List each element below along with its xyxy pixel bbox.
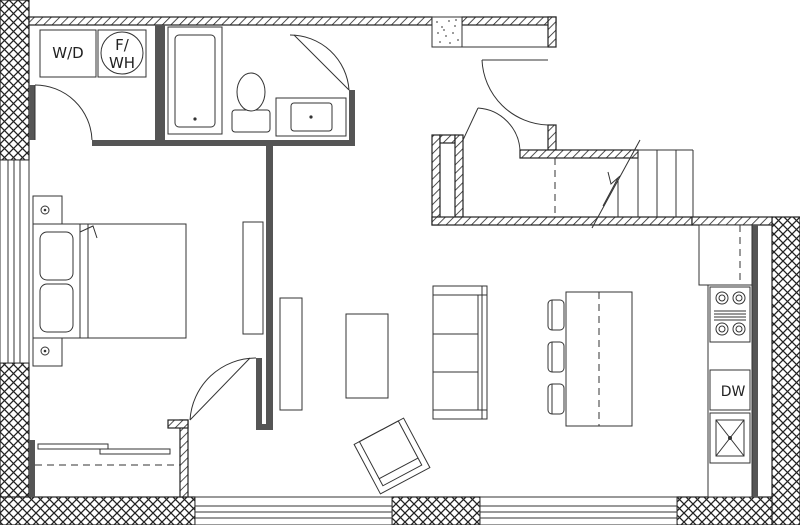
bedroom bbox=[32, 195, 264, 367]
windows bbox=[0, 159, 678, 525]
bedroom-door-swing bbox=[189, 357, 257, 421]
entry-door-swing bbox=[481, 59, 549, 126]
furnace-label-line2: WH bbox=[109, 54, 135, 72]
toilet-tank bbox=[231, 109, 271, 133]
chimney-speckle bbox=[436, 19, 459, 44]
stairs bbox=[554, 139, 694, 229]
toilet-bowl bbox=[236, 72, 266, 112]
bottom-window-1 bbox=[194, 496, 393, 525]
stair-wall-top bbox=[519, 149, 639, 159]
bathtub bbox=[167, 26, 223, 135]
armchair bbox=[353, 417, 431, 495]
left-wall-upper bbox=[0, 0, 30, 161]
laundry-door-swing bbox=[34, 84, 93, 141]
bathroom bbox=[167, 26, 347, 137]
stool-1 bbox=[547, 299, 565, 331]
entry-wall-lower bbox=[547, 124, 557, 151]
bottom-window-2 bbox=[479, 496, 678, 525]
top-wall-right bbox=[461, 16, 557, 26]
bath-wall-bottom bbox=[92, 140, 355, 146]
sofa bbox=[432, 285, 488, 420]
nightstand-top bbox=[32, 195, 63, 225]
stair-door-swing bbox=[477, 107, 521, 151]
stair-wall-bottom bbox=[431, 216, 693, 226]
nightstand-bottom bbox=[32, 337, 63, 367]
stair-wall-left bbox=[431, 134, 441, 226]
laundry-area: W/D F/ WH bbox=[39, 29, 147, 78]
stair-wall-top-stub bbox=[439, 134, 456, 144]
living-room bbox=[279, 285, 488, 495]
bed bbox=[32, 223, 187, 339]
coffee-table bbox=[345, 313, 389, 399]
media-console bbox=[279, 297, 303, 411]
dresser bbox=[242, 221, 264, 335]
right-wall bbox=[771, 216, 800, 525]
dishwasher bbox=[709, 369, 751, 411]
cut-walls bbox=[28, 16, 773, 498]
furnace-water-heater bbox=[97, 29, 147, 78]
bedroom-wall bbox=[266, 146, 273, 424]
doors bbox=[34, 34, 549, 466]
furnace-label-line1: F/ bbox=[115, 36, 130, 54]
top-wall-left bbox=[28, 16, 433, 26]
dishwasher-label: DW bbox=[721, 384, 746, 400]
closet-wall-stub bbox=[167, 419, 189, 429]
washer-dryer-label: W/D bbox=[52, 44, 83, 62]
sink bbox=[290, 102, 333, 132]
stair-wall-inner bbox=[454, 134, 464, 218]
refrigerator bbox=[698, 224, 753, 286]
closet-slider-2 bbox=[99, 448, 171, 455]
stool-3 bbox=[547, 383, 565, 415]
kitchen-wall-top bbox=[691, 216, 773, 226]
kitchen-wall bbox=[752, 225, 758, 497]
interior-walls bbox=[29, 25, 758, 497]
laundry-bath-divider bbox=[155, 25, 165, 140]
bath-door-swing bbox=[289, 34, 350, 91]
closet-wall bbox=[179, 419, 189, 498]
bottom-wall-2 bbox=[391, 496, 481, 525]
pillow-1 bbox=[39, 231, 74, 281]
pillow-2 bbox=[39, 283, 74, 333]
entry-wall-upper bbox=[547, 16, 557, 48]
kitchen: DW bbox=[698, 224, 753, 498]
closet-slider-1 bbox=[37, 443, 109, 450]
stair-break-line bbox=[591, 139, 641, 229]
kitchen-island bbox=[547, 291, 633, 427]
bottom-wall-1 bbox=[0, 496, 196, 525]
washer-dryer bbox=[39, 29, 97, 78]
stool-2 bbox=[547, 341, 565, 373]
